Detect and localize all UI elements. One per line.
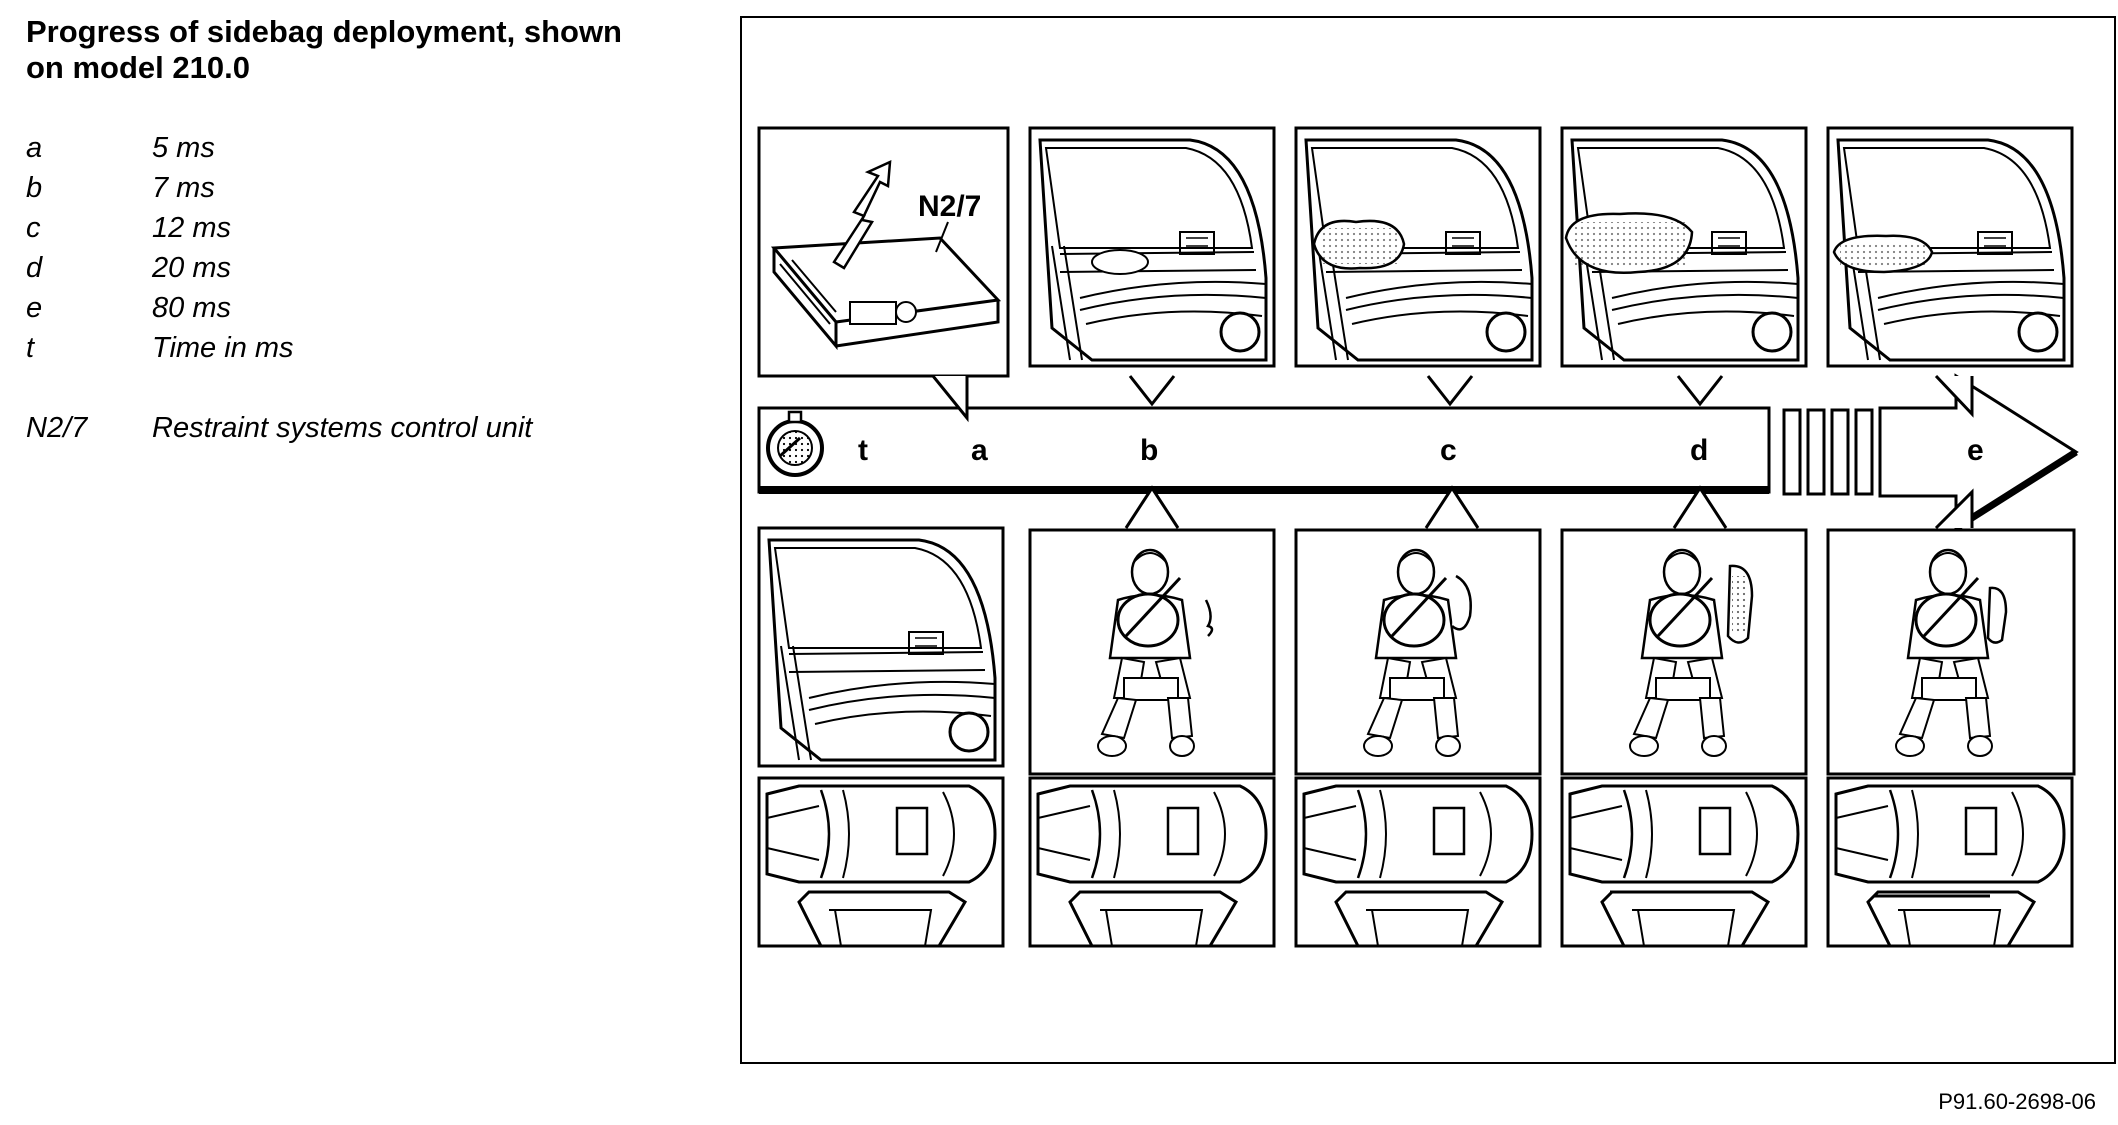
- legend-row-n27: N2/7 Restraint systems control unit: [26, 408, 706, 448]
- legend-desc: 5 ms: [152, 132, 215, 164]
- panel-impact-a: [757, 776, 1005, 948]
- timeline-label-c: c: [1440, 434, 1457, 467]
- legend-row-b: b 7 ms: [26, 168, 706, 208]
- legend-key: b: [26, 172, 43, 204]
- legend-spacer: [26, 368, 706, 408]
- timeline-label-t: t: [858, 434, 868, 467]
- callout-c-lower: [1424, 485, 1480, 529]
- timeline-label-b: b: [1140, 434, 1158, 467]
- timeline-label-a: a: [971, 434, 988, 467]
- legend-row-c: c 12 ms: [26, 208, 706, 248]
- panel-impact-d: [1560, 776, 1808, 948]
- stopwatch-icon: [766, 410, 824, 477]
- panel-door-c: [1294, 126, 1542, 368]
- panel-occupant-d: [1560, 528, 1808, 776]
- callout-e-lower: [1934, 488, 1974, 530]
- legend-desc: Restraint systems control unit: [152, 412, 533, 444]
- legend-row-e: e 80 ms: [26, 288, 706, 328]
- panel-door-b: [1028, 126, 1276, 368]
- control-unit-label: N2/7: [918, 190, 981, 223]
- signal-bolt-icon: [832, 159, 892, 270]
- legend-key: c: [26, 212, 41, 244]
- callout-d-lower: [1672, 485, 1728, 529]
- panel-control-unit: N2/7: [757, 126, 1010, 378]
- figure-reference: P91.60-2698-06: [1938, 1089, 2096, 1114]
- panel-occupant-e: [1826, 528, 2076, 776]
- legend-desc: 20 ms: [152, 252, 231, 284]
- panel-impact-b: [1028, 776, 1276, 948]
- legend-key: e: [26, 292, 43, 324]
- panel-impact-c: [1294, 776, 1542, 948]
- callout-b-lower: [1124, 485, 1180, 529]
- panel-door-d: [1560, 126, 1808, 368]
- legend-key: a: [26, 132, 43, 164]
- panel-door-closed: [757, 526, 1005, 768]
- panel-occupant-c: [1294, 528, 1542, 776]
- legend-row-d: d 20 ms: [26, 248, 706, 288]
- panel-occupant-b: [1028, 528, 1276, 776]
- legend-key: d: [26, 252, 43, 284]
- legend-desc: Time in ms: [152, 332, 294, 364]
- legend: a 5 ms b 7 ms c 12 ms d 20 ms e 80 ms t …: [26, 128, 706, 448]
- legend-key: N2/7: [26, 412, 88, 444]
- timeline-arrow: t a b c d e: [757, 373, 2079, 531]
- airbag-icon: [1091, 249, 1149, 275]
- panel-impact-e: [1826, 776, 2074, 948]
- legend-desc: 80 ms: [152, 292, 231, 324]
- legend-desc: 7 ms: [152, 172, 215, 204]
- callout-e: [1934, 374, 1974, 418]
- legend-row-t: t Time in ms: [26, 328, 706, 368]
- legend-key: t: [26, 332, 35, 364]
- sidebag-deployment-figure: N2/7 t a b: [740, 16, 2116, 1064]
- legend-row-a: a 5 ms: [26, 128, 706, 168]
- legend-desc: 12 ms: [152, 212, 231, 244]
- callout-a: [931, 375, 969, 423]
- panel-door-e: [1826, 126, 2074, 368]
- page-title: Progress of sidebag deployment, shown on…: [26, 14, 622, 85]
- timeline-label-e: e: [1967, 434, 1984, 467]
- timeline-label-d: d: [1690, 434, 1708, 467]
